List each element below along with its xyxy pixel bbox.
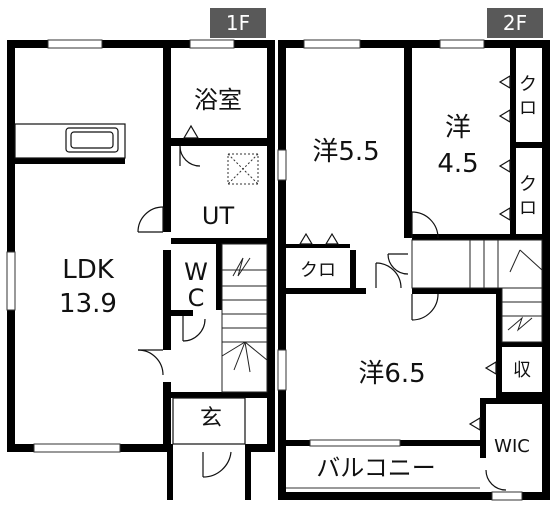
wc-label-bottom: C [188, 284, 205, 312]
room-b-label: 洋 [445, 113, 471, 143]
badge-2f: 2F [487, 8, 543, 38]
closet-label: クロ [300, 260, 336, 281]
room-b-size: 4.5 [437, 149, 478, 179]
washing-machine-icon [227, 153, 259, 185]
second-floor-doors [375, 211, 507, 491]
closet-marks [298, 74, 511, 432]
first-floor-windows [6, 39, 235, 453]
bath-faucet-icon [182, 124, 200, 139]
storage-label: 収 [513, 360, 531, 381]
first-floor-doors [137, 145, 246, 478]
room-a-label: 洋5.5 [312, 137, 379, 167]
wic-label: WIC [494, 436, 530, 457]
ldk-label: LDK [62, 255, 115, 285]
utility-label: UT [202, 202, 235, 230]
entrance-label: 玄 [200, 406, 222, 431]
badge-2f-label: 2F [503, 11, 527, 35]
badge-1f: 1F [210, 8, 266, 38]
kitchen-counter [14, 123, 126, 159]
wc-label-top: W [184, 258, 208, 286]
first-floor-stairs [221, 243, 268, 393]
badge-1f-label: 1F [226, 11, 250, 35]
closet-lower-top: ク [519, 174, 537, 195]
bath-label: 浴室 [194, 86, 242, 114]
second-floor-stairs [411, 239, 543, 343]
closet-upper-top: ク [519, 74, 537, 95]
balcony-label: バルコニー [316, 454, 436, 482]
closet-lower-bottom: ロ [519, 198, 537, 219]
ldk-size: 13.9 [59, 289, 117, 319]
second-floor-windows [277, 39, 523, 501]
room-c-label: 洋6.5 [358, 359, 425, 389]
closet-upper-bottom: ロ [519, 98, 537, 119]
